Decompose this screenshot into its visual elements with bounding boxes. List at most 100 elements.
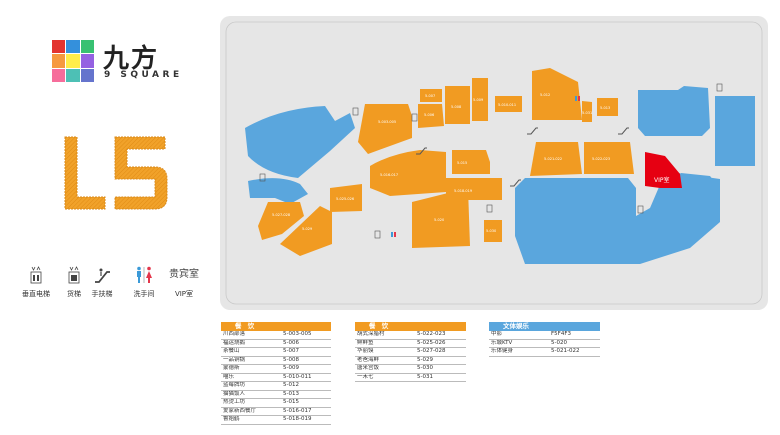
restroom-icon[interactable] — [391, 232, 396, 237]
shop-name: 老爸海鲜 — [357, 356, 380, 363]
vip-room-area[interactable] — [645, 152, 682, 188]
brand-logo-grid — [52, 40, 94, 82]
directory-title: 餐 饮 — [355, 322, 466, 331]
directory-row[interactable]: 老爸海鲜 5-029 — [355, 356, 466, 365]
shop-code: 5-010-011 — [498, 103, 516, 107]
elevator-icon[interactable] — [716, 83, 723, 92]
shop-5-016-017[interactable] — [370, 150, 446, 196]
escalator-icon[interactable] — [527, 127, 538, 135]
escalator-icon[interactable] — [510, 179, 521, 187]
directory-row[interactable]: 一品铜锅 5-008 — [221, 356, 331, 365]
shop-5-008[interactable] — [445, 86, 470, 124]
directory-row[interactable]: 鲁始鹤 5-018-019 — [221, 416, 331, 425]
shop-code: 5-021-022 — [544, 157, 562, 161]
legend-label: 手扶梯 — [91, 290, 113, 298]
shop-code: 5-012 — [540, 93, 550, 97]
elevator-icon[interactable] — [352, 107, 359, 116]
shop-5-006[interactable] — [418, 104, 444, 128]
shop-code: F5F4F3 — [551, 331, 571, 337]
shop-code: 5-030 — [486, 229, 496, 233]
elevator-icon[interactable] — [374, 230, 381, 239]
legend-freight-elevator: 货梯 — [52, 266, 96, 299]
directory-row[interactable]: 乐体健身 5-021-022 — [489, 348, 600, 357]
shop-block-east[interactable] — [715, 96, 755, 166]
shop-block-southeast[interactable] — [515, 173, 720, 264]
shop-5-010-011[interactable] — [495, 96, 522, 112]
shop-code: 5-030 — [417, 365, 433, 371]
shop-block-north-east[interactable] — [638, 86, 710, 136]
shop-code: 5-015 — [457, 161, 467, 165]
shop-code: 5-020 — [434, 218, 444, 222]
directory-row[interactable]: 中影 F5F4F3 — [489, 331, 600, 340]
shop-block-west[interactable] — [245, 106, 355, 178]
elevator-icon[interactable] — [411, 113, 418, 122]
logo-tile — [80, 54, 94, 68]
shop-name: 胡式深腊村 — [357, 331, 385, 337]
shop-name: 中影 — [491, 331, 503, 337]
shop-name: 热烫工坊 — [223, 399, 246, 405]
elevator-icon[interactable] — [637, 205, 644, 214]
shop-name: 鲁始鹤 — [223, 416, 240, 422]
elevator-icon[interactable] — [486, 204, 493, 213]
shop-name: 蒙德斯 — [223, 365, 240, 371]
shop-5-009[interactable] — [472, 78, 488, 121]
shop-code: 5-022-023 — [417, 331, 446, 337]
brand-name-cn: 九方 — [103, 44, 160, 74]
elevator-icon[interactable] — [259, 173, 266, 182]
shop-code: 5-018-019 — [283, 416, 312, 422]
shop-code: 5-003-005 — [378, 120, 396, 124]
directory-row[interactable]: 胡式深腊村 5-022-023 — [355, 331, 466, 340]
shop-5-020[interactable] — [412, 188, 470, 248]
shop-5-015[interactable] — [452, 150, 490, 174]
shop-5-013[interactable] — [597, 98, 618, 116]
logo-tile — [66, 68, 80, 82]
legend-elevator: 垂直电梯 — [14, 266, 58, 299]
shop-5-029[interactable] — [280, 206, 332, 256]
shop-5-021-022[interactable] — [530, 142, 582, 176]
shop-name: 鲜鲜鱼 — [357, 339, 374, 346]
shop-code: 5-016-017 — [283, 407, 312, 414]
shop-5-030[interactable] — [484, 220, 502, 242]
escalator-icon — [95, 268, 110, 283]
shop-5-012[interactable] — [532, 68, 582, 120]
shop-5-007[interactable] — [420, 89, 442, 102]
escalator-icon[interactable] — [618, 127, 629, 135]
shop-block-west-small[interactable] — [248, 178, 308, 204]
escalator-icon[interactable] — [416, 147, 427, 155]
floor-map: 5-003-005 5-006 5-007 5-008 5-009 5-010-… — [225, 21, 763, 305]
shop-name: 乐体健身 — [491, 348, 514, 354]
logo-tile — [80, 68, 94, 82]
restroom-icon[interactable] — [575, 96, 580, 101]
shop-code: 5-013 — [600, 106, 610, 110]
shop-5-003-005[interactable] — [358, 104, 412, 154]
shop-5-031[interactable] — [582, 101, 592, 122]
shop-block-east-2[interactable] — [681, 173, 718, 214]
shop-code: 5-008 — [283, 356, 299, 363]
shop-name: 一禾七 — [357, 373, 374, 380]
shop-5-027-028[interactable] — [258, 202, 304, 240]
logo-tile — [52, 68, 66, 82]
legend-escalator: 手扶梯 — [80, 266, 124, 299]
shop-name: 一品铜锅 — [223, 356, 246, 363]
shop-5-025-026[interactable] — [330, 184, 362, 212]
shop-5-022-023[interactable] — [584, 142, 634, 174]
shop-code: 5-021-022 — [551, 348, 580, 354]
shop-code: 5-029 — [417, 356, 433, 363]
shop-code: 5-012 — [283, 382, 299, 388]
